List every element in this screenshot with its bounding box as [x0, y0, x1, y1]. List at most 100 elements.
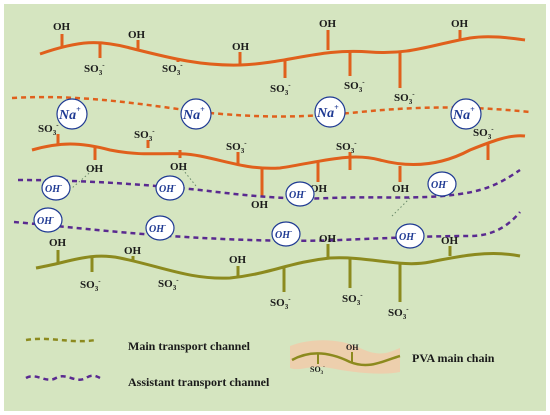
assistant-transport-channel-1: [17, 168, 521, 200]
legend-assistant-channel-label: Assistant transport channel: [128, 375, 270, 389]
svg-text:OH: OH: [319, 18, 337, 30]
legend-pva-chain-label: PVA main chain: [412, 351, 495, 365]
svg-text:OH: OH: [229, 254, 247, 266]
svg-text:SO3-: SO3-: [336, 139, 357, 155]
so3-label: SO: [226, 141, 241, 153]
svg-text:SO3-: SO3-: [270, 81, 291, 97]
so3-label: SO: [336, 141, 351, 153]
svg-text:OH: OH: [86, 163, 104, 175]
hydroxide-ion: OH-: [33, 207, 63, 233]
svg-text:SO3-: SO3-: [394, 90, 415, 106]
svg-text:OH: OH: [232, 41, 250, 53]
group-labels-second: SO3- OH SO3- OH SO3- OH OH SO3- OH SO3-: [38, 121, 494, 211]
svg-text:SO3-: SO3-: [226, 139, 247, 155]
so3-label: SO: [342, 293, 357, 305]
so3-label: SO: [344, 80, 359, 92]
oh-label: OH: [451, 18, 469, 30]
sodium-ion: Na+: [314, 96, 346, 128]
hydroxide-ion: OH-: [427, 171, 457, 197]
svg-text:SO3-: SO3-: [344, 78, 365, 94]
so3-label: SO: [388, 307, 403, 319]
legend: Main transport channel Assistant transpo…: [25, 337, 495, 389]
oh-label: OH: [49, 237, 67, 249]
svg-text:SO3-: SO3-: [473, 125, 494, 141]
polymer-chain-bottom: [35, 244, 521, 302]
hydroxide-ions: OH- OH- OH- OH- OH- OH- OH- OH-: [33, 171, 457, 249]
so3-label: SO: [84, 63, 99, 75]
legend-assistant-channel: Assistant transport channel: [25, 374, 270, 389]
diagram-background: [4, 4, 546, 411]
svg-text:SO3-: SO3-: [342, 291, 363, 307]
svg-text:Na+: Na+: [316, 103, 339, 121]
chain-backbone: [39, 35, 526, 67]
oh-label: OH: [229, 254, 247, 266]
hydrogen-bond: [179, 165, 197, 187]
polymer-chain-second: [31, 134, 526, 196]
svg-text:SO3-: SO3-: [80, 277, 101, 293]
oh-label: OH: [170, 161, 188, 173]
main-transport-channel-1: [11, 95, 531, 118]
oh-label: OH: [124, 245, 142, 257]
svg-text:SO3-: SO3-: [310, 365, 325, 376]
oh-label: OH: [392, 183, 410, 195]
sodium-ion: Na+: [180, 98, 212, 130]
svg-text:OH-: OH-: [149, 221, 167, 235]
legend-pva-so3: SO: [310, 365, 321, 374]
legend-pva-backbone: [291, 352, 401, 367]
legend-assistant-channel-swatch: [25, 374, 101, 381]
polymer-chain-top: [39, 30, 526, 88]
svg-text:SO3-: SO3-: [388, 305, 409, 321]
svg-text:OH: OH: [53, 21, 71, 33]
svg-text:Na+: Na+: [452, 105, 475, 123]
hydroxide-ion: OH-: [155, 175, 185, 201]
hydroxide-ion: OH-: [145, 215, 175, 241]
svg-text:OH-: OH-: [289, 187, 307, 201]
svg-text:OH: OH: [49, 237, 67, 249]
svg-text:Na+: Na+: [58, 105, 81, 123]
so3-label: SO: [80, 279, 95, 291]
so3-label: SO: [394, 92, 409, 104]
group-labels-top: OH SO3- OH SO3- OH SO3- OH SO3- SO3- OH: [53, 18, 469, 106]
svg-text:OH: OH: [251, 199, 269, 211]
svg-text:SO3-: SO3-: [84, 61, 105, 77]
svg-text:OH: OH: [451, 18, 469, 30]
svg-text:OH: OH: [346, 343, 359, 352]
hydroxide-ion: OH-: [271, 221, 301, 247]
legend-main-channel: Main transport channel: [25, 337, 251, 353]
svg-text:OH-: OH-: [399, 229, 417, 243]
svg-text:OH-: OH-: [431, 177, 449, 191]
hydroxide-ion: OH-: [395, 223, 425, 249]
svg-text:OH: OH: [170, 161, 188, 173]
svg-text:OH-: OH-: [45, 181, 63, 195]
hydroxide-ion: OH-: [41, 175, 71, 201]
oh-label: OH: [319, 18, 337, 30]
chain-backbone: [31, 134, 526, 170]
oh-label: OH: [441, 235, 459, 247]
svg-text:SO3-: SO3-: [158, 276, 179, 292]
legend-pva-oh: OH: [346, 343, 359, 352]
so3-label: SO: [270, 297, 285, 309]
legend-main-channel-swatch: [25, 337, 97, 343]
sodium-ion: Na+: [450, 98, 482, 130]
legend-pva-chain: OH SO3- PVA main chain: [290, 340, 495, 376]
svg-text:SO3-: SO3-: [270, 295, 291, 311]
so3-label: SO: [38, 123, 53, 135]
oh-label: OH: [319, 233, 337, 245]
oh-label: OH: [86, 163, 104, 175]
chain-backbone: [35, 252, 521, 280]
oh-label: OH: [53, 21, 71, 33]
hydrogen-bond: [391, 197, 411, 217]
so3-label: SO: [134, 129, 149, 141]
svg-text:Na+: Na+: [182, 105, 205, 123]
svg-text:OH-: OH-: [275, 227, 293, 241]
svg-text:OH: OH: [124, 245, 142, 257]
svg-text:SO3-: SO3-: [162, 61, 183, 77]
svg-text:OH: OH: [441, 235, 459, 247]
svg-text:OH: OH: [392, 183, 410, 195]
svg-text:SO3-: SO3-: [38, 121, 59, 137]
group-labels-bottom: OH SO3- OH SO3- OH SO3- OH SO3- SO3- OH: [49, 233, 459, 321]
svg-text:OH-: OH-: [37, 213, 55, 227]
so3-label: SO: [473, 127, 488, 139]
hydrogen-bond: [71, 167, 96, 189]
